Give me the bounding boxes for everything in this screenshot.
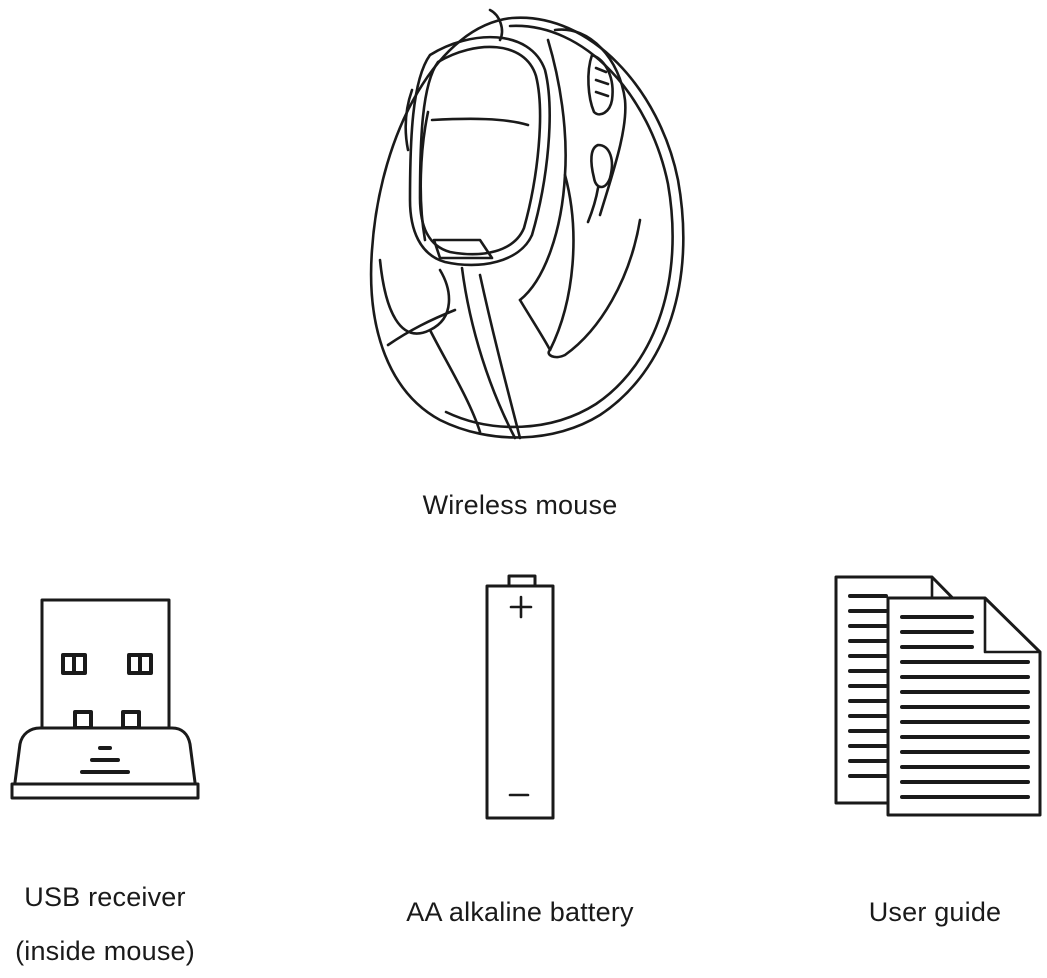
user-guide-label: User guide — [868, 897, 1002, 927]
user-guide-icon — [834, 575, 1042, 817]
aa-battery-icon — [485, 574, 555, 820]
usb-receiver-label-line1: USB receiver — [24, 882, 186, 912]
usb-receiver-icon — [10, 598, 200, 800]
usb-receiver-label-line2: (inside mouse) — [15, 936, 195, 966]
aa-battery-label: AA alkaline battery — [406, 897, 634, 927]
wireless-mouse-label: Wireless mouse — [422, 490, 618, 520]
usb-receiver-label: USB receiver (inside mouse) — [0, 870, 210, 978]
wireless-mouse-icon — [369, 8, 685, 440]
